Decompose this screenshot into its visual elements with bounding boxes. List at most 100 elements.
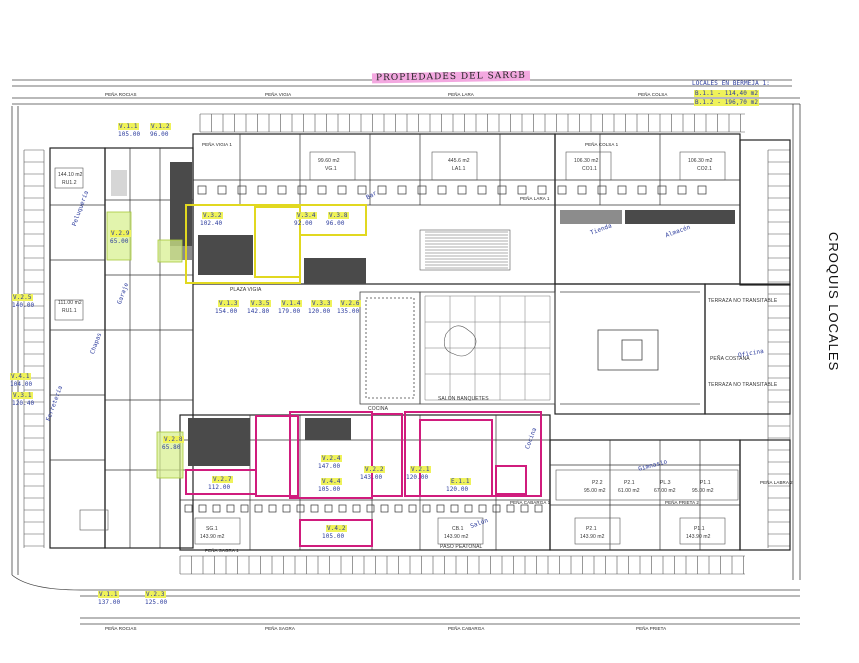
local-area: 137.00 xyxy=(98,599,121,606)
street-bottom-3: PEÑA CABARGA xyxy=(448,626,485,631)
local-tag: V.2.6 xyxy=(340,300,361,307)
local-area: 65.80 xyxy=(162,444,181,451)
local-area: 125.00 xyxy=(145,599,168,606)
room-code: 95.00 m2 xyxy=(692,488,714,494)
local-area: 120.00 xyxy=(308,308,331,315)
room-code: 143.90 m2 xyxy=(444,534,469,540)
cocina-label: COCINA xyxy=(368,406,389,412)
pasaje-label: PEÑA COSTANA xyxy=(710,356,750,362)
local-tag: V.3.5 xyxy=(250,300,271,307)
street-inner-5: PEÑA VIGIA 1 xyxy=(202,142,232,147)
room-code: 143.90 m2 xyxy=(580,534,605,540)
local-area: 92.00 xyxy=(294,220,313,227)
room-code: 111.00 m2 xyxy=(58,300,82,306)
room-code: P2.2 xyxy=(592,480,603,486)
local-tag: V.2.8 xyxy=(163,436,184,443)
local-area: 105.00 xyxy=(322,533,345,540)
street-inner-6: PEÑA LARA 1 xyxy=(520,196,550,201)
note-line-1: B.1.1 - 114,40 m2 xyxy=(694,90,760,97)
local-tag: V.3.8 xyxy=(328,212,349,219)
local-area: 140.00 xyxy=(12,302,35,309)
room-code: CO1.1 xyxy=(582,166,597,172)
room-code: 445.6 m2 xyxy=(448,158,470,164)
paso-label: PASO PEATONAL xyxy=(440,544,483,550)
street-inner-1: PEÑA SAGRA 1 xyxy=(205,548,239,553)
local-tag: V.1.3 xyxy=(218,300,239,307)
room-code: SG.1 xyxy=(206,526,218,532)
local-area: 120.00 xyxy=(406,474,429,481)
street-top-4: PEÑA COLSA xyxy=(638,92,668,97)
room-code: LA1.1 xyxy=(452,166,466,172)
room-code: PL.3 xyxy=(660,480,671,486)
salon-label: SALON BANQUETES xyxy=(438,396,489,402)
local-area: 104.00 xyxy=(10,381,33,388)
local-tag: V.2.9 xyxy=(110,230,131,237)
room-code: 144.10 m2 xyxy=(58,172,83,178)
local-tag: V.3.2 xyxy=(202,212,223,219)
local-tag: V.2.1 xyxy=(410,466,431,473)
local-area: 120.00 xyxy=(446,486,469,493)
note-heading: LOCALES EN BERMEJA 1: xyxy=(692,80,770,87)
local-tag: V.1.1 xyxy=(118,123,139,130)
room-code: P2.1 xyxy=(624,480,635,486)
room-code: 143.90 m2 xyxy=(686,534,711,540)
local-tag: V.2.2 xyxy=(364,466,385,473)
room-code: VG.1 xyxy=(325,166,337,172)
local-tag: V.1.2 xyxy=(150,123,171,130)
street-inner-7: PEÑA COLSA 1 xyxy=(585,142,619,147)
local-tag: V.4.1 xyxy=(10,373,31,380)
room-code: P2.1 xyxy=(586,526,597,532)
terraza-label-1: TERRAZA NO TRANSITABLE xyxy=(708,298,778,304)
street-bottom-2: PEÑA SAGRA xyxy=(265,626,296,631)
local-area: 179.00 xyxy=(278,308,301,315)
room-code: P1.1 xyxy=(700,480,711,486)
local-tag: E.1.1 xyxy=(450,478,471,485)
local-tag: V.3.3 xyxy=(311,300,332,307)
local-area: 154.00 xyxy=(215,308,238,315)
local-tag: V.2.5 xyxy=(12,294,33,301)
local-tag: V.2.3 xyxy=(145,591,166,598)
local-area: 96.00 xyxy=(150,131,169,138)
local-area: 112.00 xyxy=(208,484,231,491)
local-area: 120.40 xyxy=(12,400,35,407)
local-tag: V.2.7 xyxy=(212,476,233,483)
room-code: 61.00 m2 xyxy=(618,488,640,494)
street-top-1: PEÑA ROCIAS xyxy=(105,92,137,97)
room-code: 95.00 m2 xyxy=(584,488,606,494)
plaza-label: PLAZA VIGIA xyxy=(230,287,262,293)
room-code: P1.1 xyxy=(694,526,705,532)
local-area: 143.00 xyxy=(360,474,383,481)
room-code: 106.30 m2 xyxy=(574,158,599,164)
local-tag: V.1.4 xyxy=(281,300,302,307)
street-bottom-1: PEÑA ROCIAS xyxy=(105,626,137,631)
room-code: 106.30 m2 xyxy=(688,158,713,164)
terraza-label-2: TERRAZA NO TRANSITABLE xyxy=(708,382,778,388)
room-code: CB.1 xyxy=(452,526,464,532)
room-code: 67.00 m2 xyxy=(654,488,676,494)
street-bottom-4: PEÑA PRIETA xyxy=(636,626,667,631)
side-title: CROQUIS LOCALES xyxy=(826,232,841,372)
street-top-2: PEÑA VIGIA xyxy=(265,92,292,97)
note-line-2: B.1.2 - 196,70 m2 xyxy=(694,99,760,106)
local-tag: V.1.1 xyxy=(98,591,119,598)
street-inner-4: PEÑA LABRA 2 xyxy=(760,480,793,485)
local-area: 105.00 xyxy=(118,131,141,138)
local-area: 65.00 xyxy=(110,238,129,245)
local-area: 147.00 xyxy=(318,463,341,470)
street-top-3: PEÑA LARA xyxy=(448,92,474,97)
local-area: 96.00 xyxy=(326,220,345,227)
local-area: 105.00 xyxy=(318,486,341,493)
local-area: 135.00 xyxy=(337,308,360,315)
local-area: 142.80 xyxy=(247,308,270,315)
room-code: RU1.1 xyxy=(62,308,77,314)
local-tag: V.2.4 xyxy=(321,455,342,462)
local-tag: V.3.4 xyxy=(296,212,317,219)
room-code: 99.60 m2 xyxy=(318,158,340,164)
local-tag: V.4.2 xyxy=(326,525,347,532)
room-code: 143.90 m2 xyxy=(200,534,225,540)
local-tag: V.3.1 xyxy=(12,392,33,399)
local-area: 102.40 xyxy=(200,220,223,227)
street-inner-3: PEÑA PRIETA 2 xyxy=(665,500,699,505)
